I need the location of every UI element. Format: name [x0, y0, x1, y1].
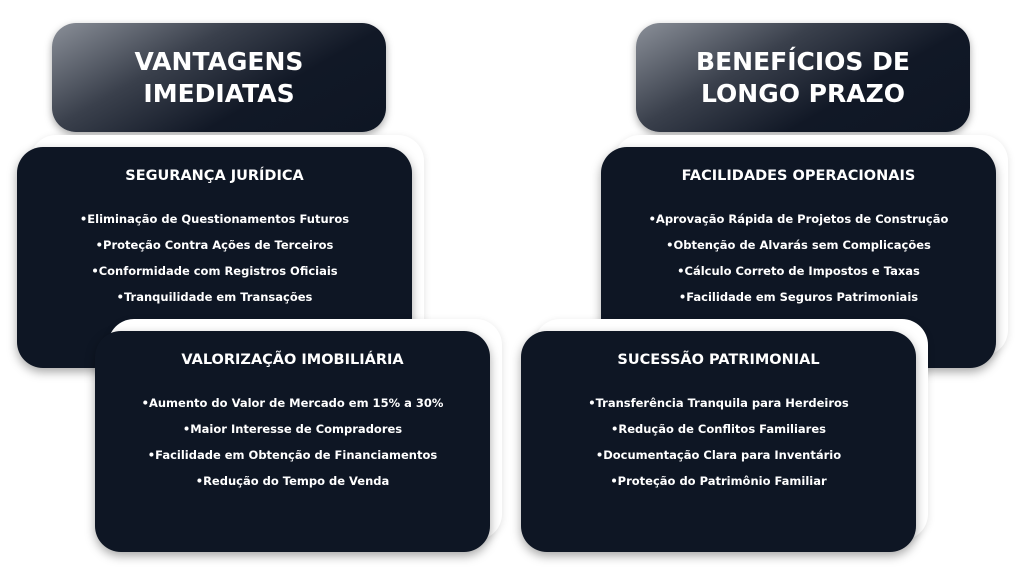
list-item: Maior Interesse de Compradores	[95, 416, 490, 442]
card-title: SEGURANÇA JURÍDICA	[125, 168, 304, 184]
header-title: VANTAGENS IMEDIATAS	[134, 46, 304, 108]
list-item: Conformidade com Registros Oficiais	[17, 258, 412, 284]
card-valorizacao-imobiliaria: VALORIZAÇÃO IMOBILIÁRIA Aumento do Valor…	[95, 331, 490, 552]
list-item: Documentação Clara para Inventário	[521, 442, 916, 468]
list-item: Facilidade em Seguros Patrimoniais	[601, 284, 996, 310]
card-sucessao-patrimonial: SUCESSÃO PATRIMONIAL Transferência Tranq…	[521, 331, 916, 552]
card-seguranca-juridica: SEGURANÇA JURÍDICA Eliminação de Questio…	[17, 147, 412, 368]
list-item: Eliminação de Questionamentos Futuros	[17, 206, 412, 232]
header-beneficios-longo-prazo: BENEFÍCIOS DE LONGO PRAZO	[636, 23, 970, 132]
list-item: Transferência Tranquila para Herdeiros	[521, 390, 916, 416]
list-item: Obtenção de Alvarás sem Complicações	[601, 232, 996, 258]
list-item: Proteção do Patrimônio Familiar	[521, 468, 916, 494]
header-vantagens-imediatas: VANTAGENS IMEDIATAS	[52, 23, 386, 132]
list-item: Aumento do Valor de Mercado em 15% a 30%	[95, 390, 490, 416]
list-item: Redução do Tempo de Venda	[95, 468, 490, 494]
list-item: Proteção Contra Ações de Terceiros	[17, 232, 412, 258]
list-item: Redução de Conflitos Familiares	[521, 416, 916, 442]
list-item: Cálculo Correto de Impostos e Taxas	[601, 258, 996, 284]
card-title: FACILIDADES OPERACIONAIS	[681, 168, 916, 184]
list-item: Aprovação Rápida de Projetos de Construç…	[601, 206, 996, 232]
card-title: VALORIZAÇÃO IMOBILIÁRIA	[181, 352, 404, 368]
list-item: Tranquilidade em Transações	[17, 284, 412, 310]
list-item: Facilidade em Obtenção de Financiamentos	[95, 442, 490, 468]
header-title: BENEFÍCIOS DE LONGO PRAZO	[696, 46, 910, 108]
card-title: SUCESSÃO PATRIMONIAL	[617, 352, 820, 368]
